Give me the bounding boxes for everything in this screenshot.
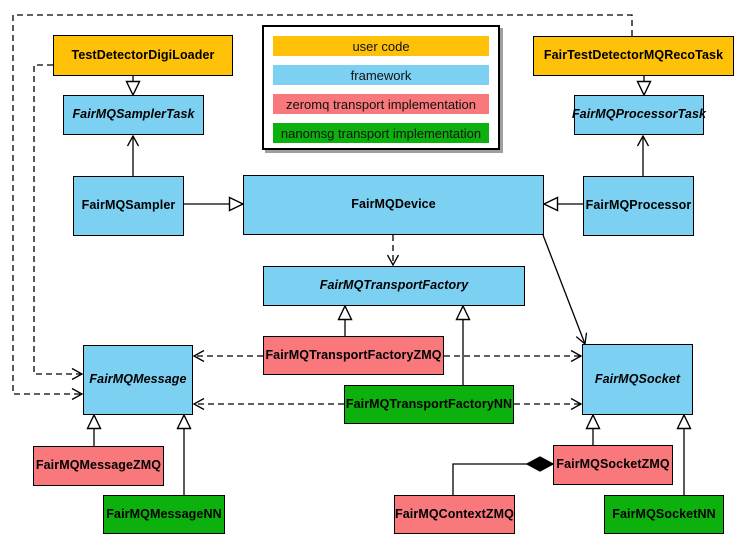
edge-contextzmq-socketzmq — [452, 463, 527, 495]
node-fairmqsocketzmq: FairMQSocketZMQ — [553, 445, 673, 485]
node-fairmqtransportfactorynn: FairMQTransportFactoryNN — [344, 385, 514, 424]
node-fairmqsampler: FairMQSampler — [73, 176, 184, 236]
legend-swatch-nanomsg: nanomsg transport implementation — [273, 123, 489, 143]
node-fairmqtransportfactory: FairMQTransportFactory — [263, 266, 525, 306]
node-fairmqdevice: FairMQDevice — [243, 175, 544, 235]
node-fairmqmessage: FairMQMessage — [83, 345, 193, 415]
legend: user code framework zeromq transport imp… — [262, 25, 500, 150]
composition-diamond — [525, 456, 555, 472]
node-fairtestdetectormqrecotask: FairTestDetectorMQRecoTask — [533, 36, 734, 76]
edge-recotask-message — [12, 14, 633, 401]
node-fairmqtransportfactoryzmq: FairMQTransportFactoryZMQ — [263, 336, 444, 375]
node-fairmqprocessortask: FairMQProcessorTask — [572, 95, 706, 135]
node-fairmqsamplertask: FairMQSamplerTask — [63, 95, 204, 135]
node-testdetectordigiloader: TestDetectorDigiLoader — [53, 35, 233, 76]
node-fairmqsocketnn: FairMQSocketNN — [604, 495, 724, 534]
node-fairmqmessagenn: FairMQMessageNN — [103, 495, 225, 534]
node-fairmqprocessor: FairMQProcessor — [583, 176, 694, 236]
node-fairmqsocket: FairMQSocket — [582, 344, 693, 415]
edge-device-socket — [542, 234, 588, 346]
legend-swatch-framework: framework — [273, 65, 489, 85]
legend-swatch-zeromq: zeromq transport implementation — [273, 94, 489, 114]
node-fairmqcontextzmq: FairMQContextZMQ — [394, 495, 515, 534]
edge-digiloader-message — [33, 64, 84, 381]
legend-swatch-user-code: user code — [273, 36, 489, 56]
node-fairmqmessagezmq: FairMQMessageZMQ — [33, 446, 164, 486]
